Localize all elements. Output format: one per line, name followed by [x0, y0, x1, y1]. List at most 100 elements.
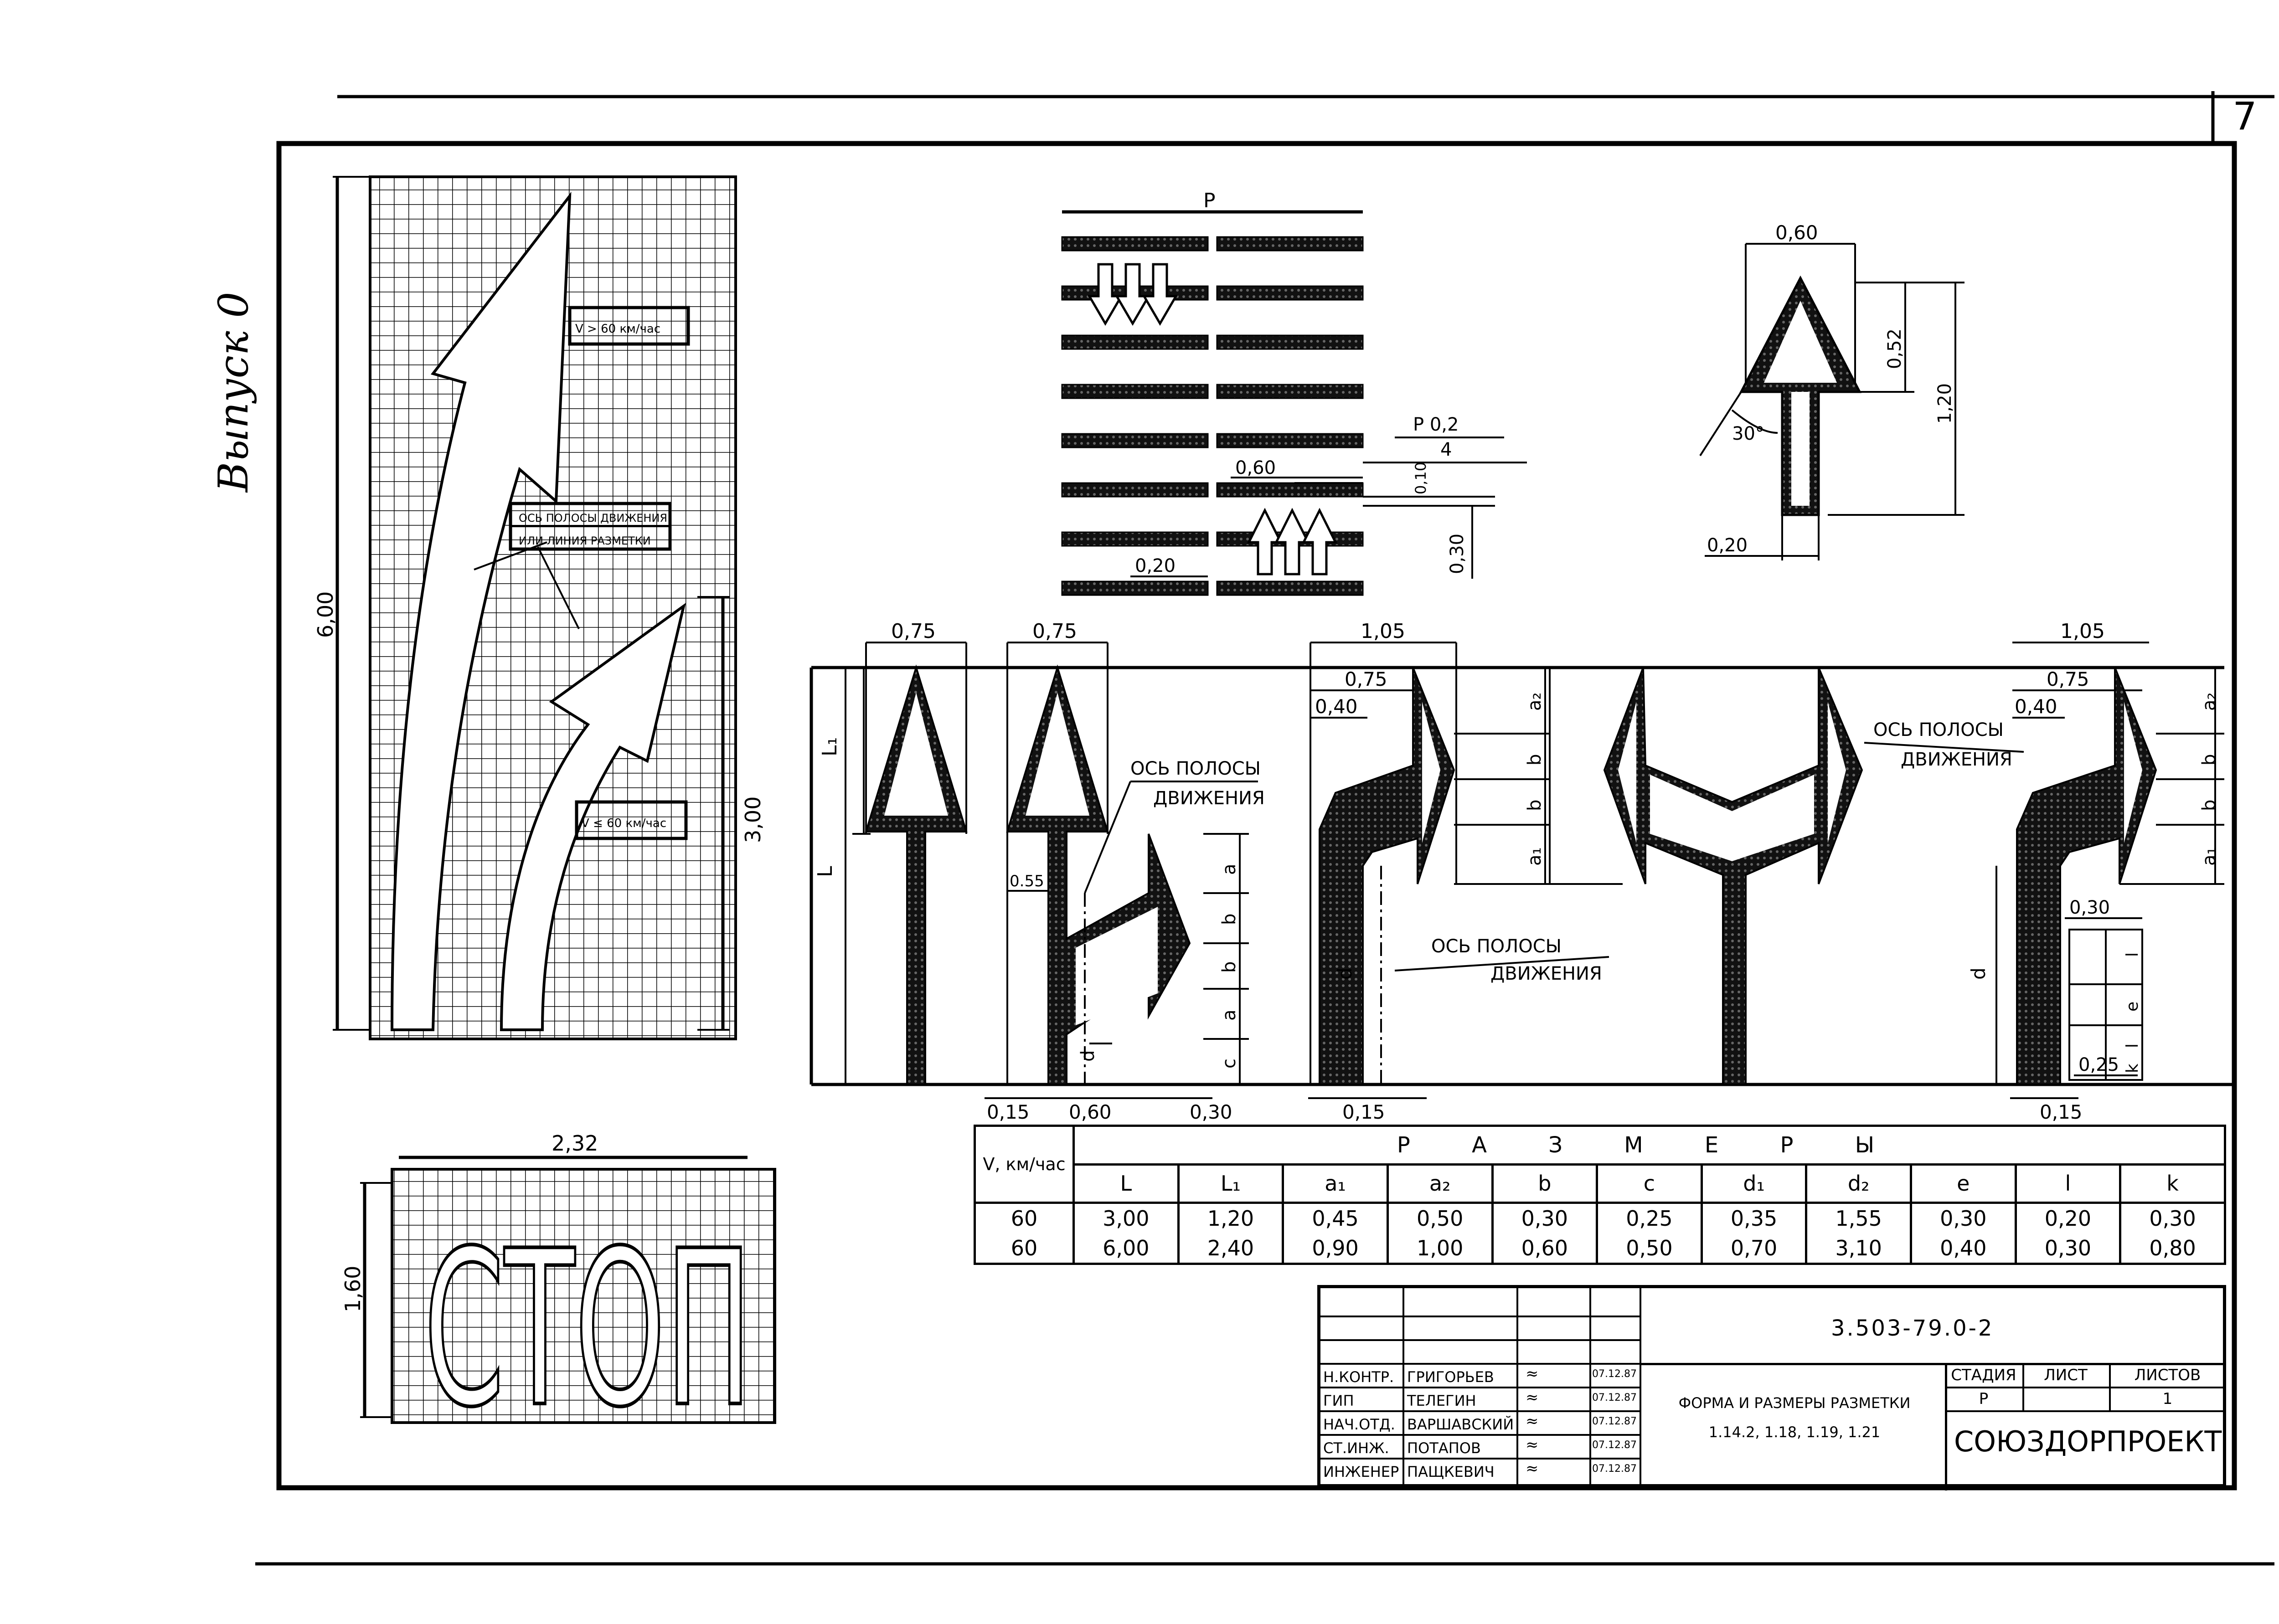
dimensions-table: V, км/час Р А З М Е Р Ы L L₁ a₁ a₂ b c d…: [974, 1124, 2226, 1265]
grid-length-big: 6,00: [313, 591, 338, 638]
sheet-value: [2022, 1388, 2109, 1409]
table-cell: 3,00: [1072, 1203, 1180, 1233]
letter-b-4: b: [1524, 800, 1545, 811]
dim-040-b: 0,40: [2015, 695, 2057, 718]
company-name: СОЮЗДОРПРОЕКТ: [1954, 1425, 2222, 1458]
document-code: 3.503-79.0-2: [1831, 1316, 1994, 1341]
table-cell: 3,10: [1805, 1233, 1912, 1265]
axis-label-a1: ОСЬ ПОЛОСЫ: [1130, 758, 1261, 779]
row-speed: 60: [974, 1233, 1075, 1265]
crosswalk-fraction-den: 4: [1440, 439, 1452, 460]
dim-075-a: 0,75: [891, 620, 936, 643]
sig-date: 07.12.87: [1592, 1368, 1637, 1380]
col-header: e: [1910, 1163, 2017, 1204]
table-cell: 0,90: [1282, 1233, 1389, 1265]
letter-b-1: b: [1219, 914, 1240, 925]
sheet-number: 7: [2233, 94, 2257, 139]
table-cell: 1,55: [1805, 1203, 1912, 1233]
table-cell: 0,50: [1596, 1233, 1703, 1265]
signature-row: СТ.ИНЖ. ПОТАПОВ ≈ 07.12.87: [1320, 1434, 1640, 1460]
crosswalk-p-label: Р: [1203, 189, 1216, 212]
sig-role: СТ.ИНЖ.: [1323, 1439, 1389, 1457]
drawing-title-line1: ФОРМА И РАЗМЕРЫ РАЗМЕТКИ: [1678, 1394, 1911, 1412]
axis-label-b2: ДВИЖЕНИЯ: [1490, 963, 1602, 984]
col-header: l: [2014, 1163, 2122, 1204]
table-cell: 0,30: [1491, 1203, 1598, 1233]
letter-b-3: b: [1524, 754, 1545, 766]
table-row: 60 6,00 2,40 0,90 1,00 0,60 0,50 0,70 3,…: [974, 1233, 2226, 1265]
short-arrow-shape: [500, 602, 686, 1031]
direction-arrows-figure: L L₁ 0,75 0,75 0.55 d a b b a c ОС: [810, 620, 2233, 1123]
letter-l-1: l: [2123, 952, 2142, 957]
table-cell: 0,30: [2014, 1233, 2122, 1265]
letter-a-2: a: [1219, 1009, 1240, 1021]
letter-l-2: l: [2123, 1043, 2142, 1048]
table-row: 60 3,00 1,20 0,45 0,50 0,30 0,25 0,35 1,…: [974, 1203, 2226, 1233]
letter-a1-2: a₁: [2199, 847, 2220, 866]
small-arrow-total: 1,20: [1934, 383, 1955, 424]
col-header: d₂: [1805, 1163, 1912, 1204]
axis-label-a3: ОСЬ ПОЛОСЫ: [1873, 719, 2004, 740]
small-arrow-width: 0,60: [1775, 221, 1818, 244]
stage-headers: СТАДИЯ ЛИСТ ЛИСТОВ Р 1: [1945, 1365, 2229, 1490]
straight-arrow-1: [865, 664, 968, 1085]
table-cell: 0,20: [2014, 1203, 2122, 1233]
letter-d-1: d: [1078, 1050, 1098, 1062]
crosswalk-fraction-num: Р 0,2: [1413, 414, 1459, 435]
row-speed: 60: [974, 1203, 1075, 1233]
col-header: k: [2119, 1163, 2226, 1204]
sig-role: ГИП: [1323, 1392, 1354, 1409]
straight-right-arrow-right: [2016, 667, 2157, 1085]
speed-header: V, км/час: [974, 1124, 1075, 1204]
sheets-value: 1: [2162, 1390, 2173, 1408]
bottom-dim-015-a: 0,15: [987, 1101, 1030, 1123]
letter-d-2: d: [1334, 967, 1356, 980]
letter-a1-1: a₁: [1524, 847, 1545, 866]
sig-name: ГРИГОРЬЕВ: [1407, 1368, 1494, 1386]
signature-row: ИНЖЕНЕР ПАЩКЕВИЧ ≈ 07.12.87: [1320, 1458, 1640, 1483]
stop-height-dim: 1,60: [340, 1266, 365, 1312]
table-cell: 0,30: [2119, 1203, 2226, 1233]
stop-marking-figure: 2,32 1,60 СТОП: [340, 1131, 776, 1456]
bottom-dim-015-c: 0,15: [2040, 1101, 2083, 1123]
axis-label-b3: ДВИЖЕНИЯ: [1901, 749, 2012, 770]
dim-055: 0.55: [1010, 872, 1044, 890]
sig-role: НАЧ.ОТД.: [1323, 1416, 1395, 1433]
title-block: Н.КОНТР. ГРИГОРЬЕВ ≈ 07.12.87 ГИП ТЕЛЕГИ…: [1317, 1285, 2229, 1490]
table-cell: 0,25: [1596, 1203, 1703, 1233]
col-header: L: [1072, 1163, 1180, 1204]
dim-075-d: 0,75: [2047, 668, 2089, 690]
table-cell: 1,20: [1177, 1203, 1284, 1233]
sig-name: ТЕЛЕГИН: [1407, 1392, 1476, 1409]
series-label: Выпуск 0: [210, 292, 258, 492]
table-cell: 0,80: [2119, 1233, 2226, 1265]
sig-date: 07.12.87: [1592, 1392, 1637, 1403]
sizes-header: Р А З М Е Р Ы: [1072, 1125, 2226, 1166]
letter-b-2: b: [1219, 961, 1240, 973]
axis-note-line1: ОСЬ ПОЛОСЫ ДВИЖЕНИЯ: [519, 512, 667, 524]
dim-040-a: 0,40: [1315, 695, 1358, 718]
sig-name: ПАЩКЕВИЧ: [1407, 1463, 1495, 1480]
sig-role: Н.КОНТР.: [1323, 1368, 1394, 1386]
col-header: c: [1596, 1163, 1703, 1204]
axis-label-b1: ДВИЖЕНИЯ: [1153, 788, 1265, 809]
col-header: a₂: [1386, 1163, 1494, 1204]
sheets-header: ЛИСТОВ: [2134, 1366, 2201, 1384]
table-cell: 0,30: [1910, 1203, 2017, 1233]
dim-105-a: 1,05: [1361, 620, 1405, 643]
axis-label-a2: ОСЬ ПОЛОСЫ: [1431, 936, 1562, 957]
letter-c-1: c: [1219, 1059, 1240, 1069]
crosswalk-dim-030: 0,30: [1447, 534, 1468, 574]
crosswalk-dim-060: 0,60: [1235, 457, 1276, 478]
table-cell: 0,70: [1700, 1233, 1808, 1265]
letter-a-1: a: [1219, 863, 1240, 875]
letter-d-3: d: [1967, 967, 1990, 980]
dim-105-b: 1,05: [2060, 620, 2105, 643]
signature-scribble: ≈: [1526, 1365, 1539, 1383]
bottom-dim-060: 0,60: [1069, 1101, 1112, 1123]
sig-role: ИНЖЕНЕР: [1323, 1463, 1399, 1480]
signature-scribble: ≈: [1526, 1412, 1539, 1430]
table-column-row: L L₁ a₁ a₂ b c d₁ d₂ e l k: [975, 1163, 2226, 1204]
col-header: a₁: [1282, 1163, 1389, 1204]
